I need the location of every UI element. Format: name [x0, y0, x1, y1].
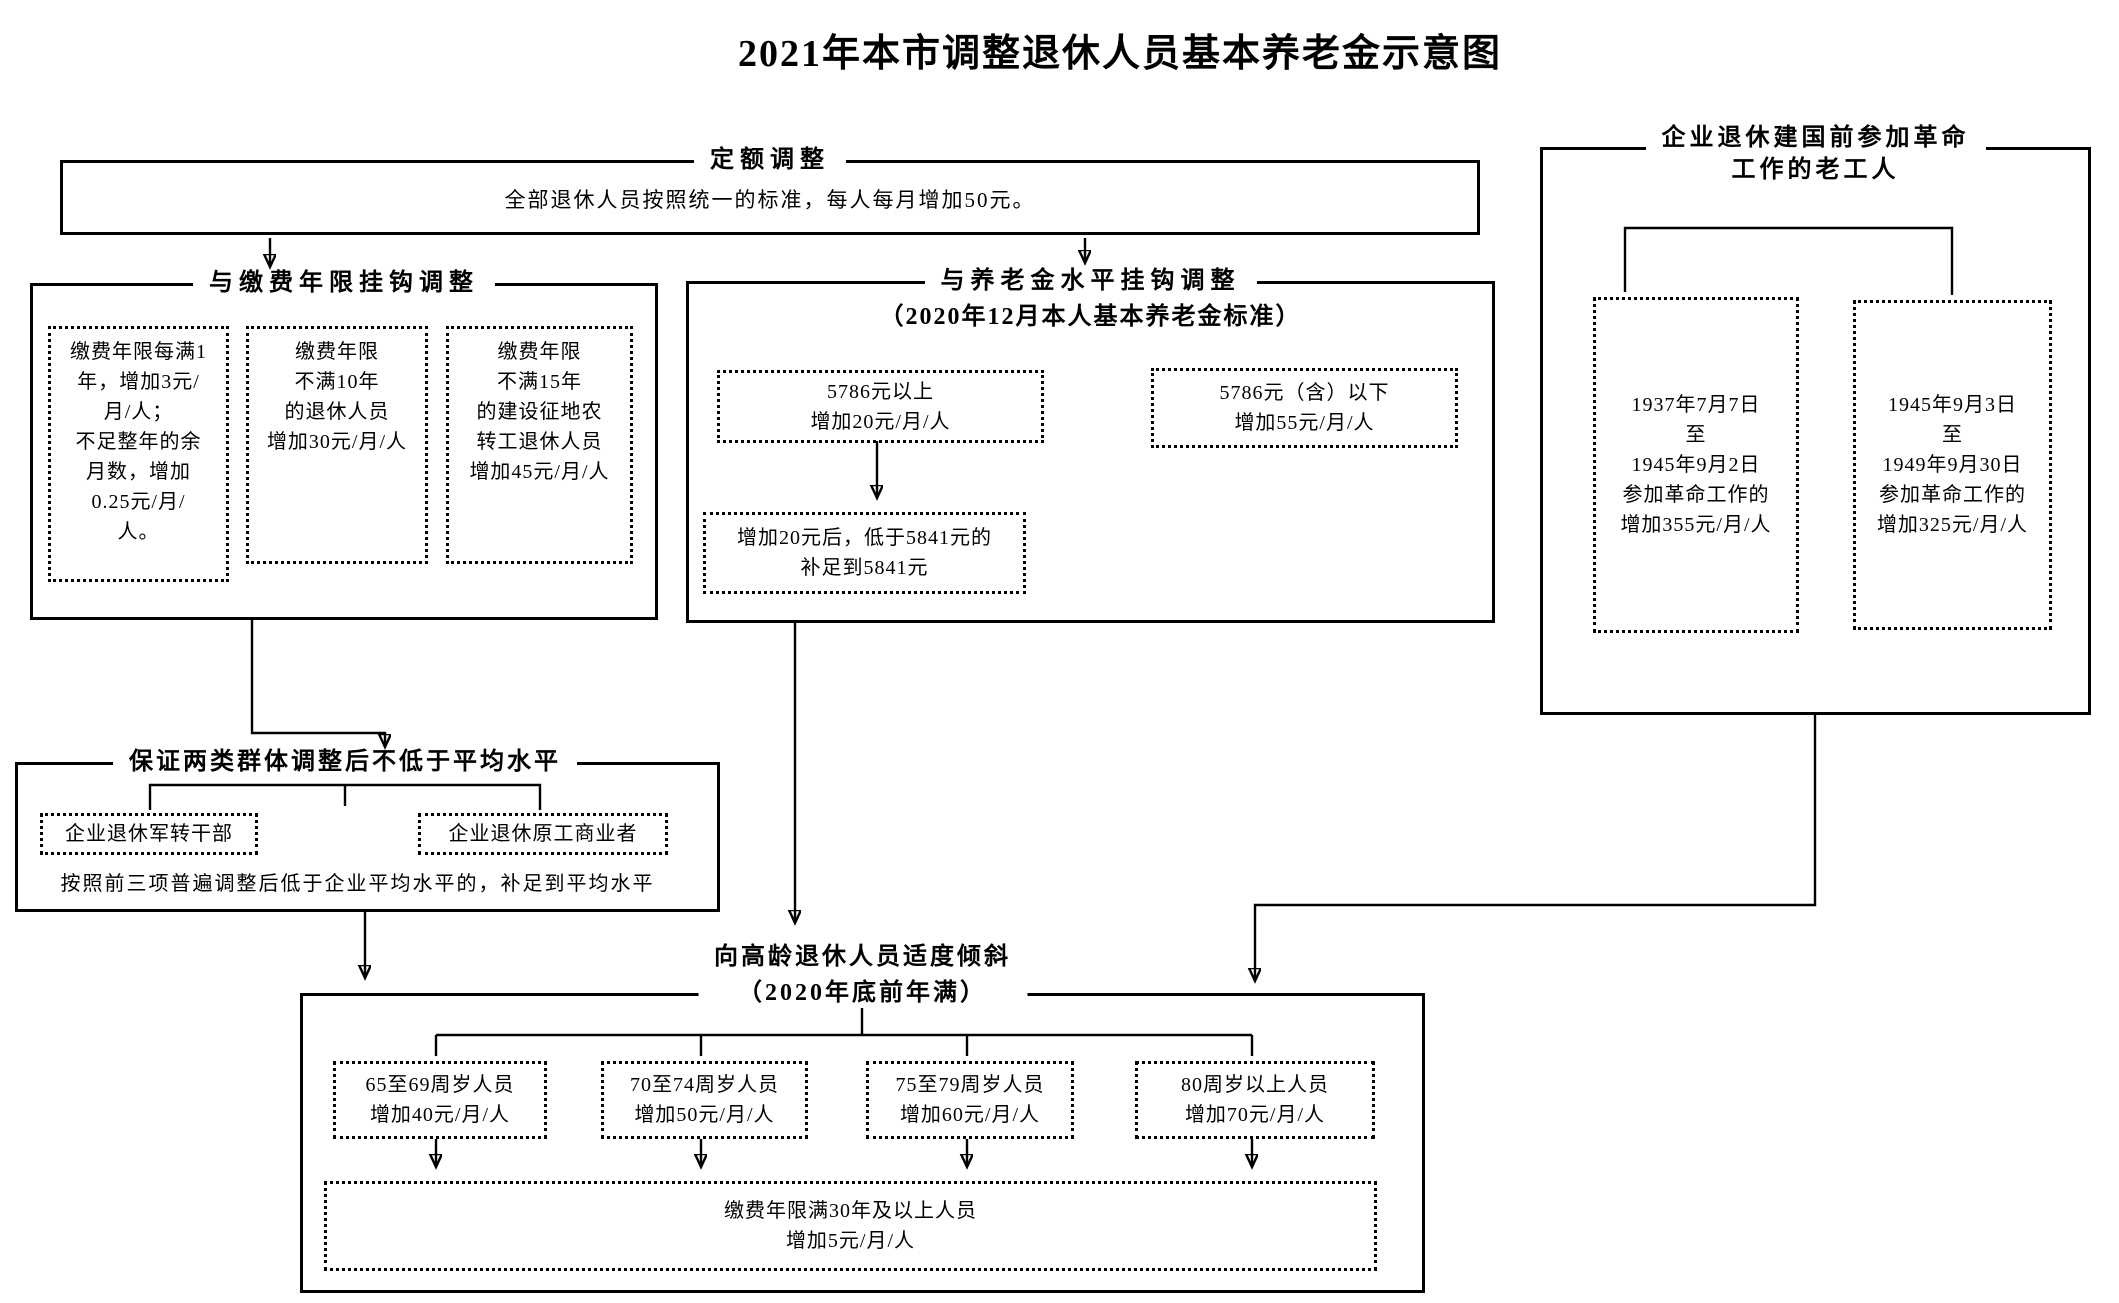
fixed-adjustment-box: 定额调整 全部退休人员按照统一的标准，每人每月增加50元。: [60, 144, 1480, 235]
guarantee-section: 保证两类群体调整后不低于平均水平 企业退休军转干部 企业退休原工商业者 按照前三…: [15, 746, 720, 912]
elderly-tilt-section: 向高龄退休人员适度倾斜 （2020年底前年满） 65至69周岁人员 增加40元/…: [300, 939, 1425, 1293]
elderly-tilt-label-line1: 向高龄退休人员适度倾斜: [714, 944, 1011, 970]
elderly-age-box-70-74: 70至74周岁人员 增加50元/月/人: [601, 1061, 808, 1139]
payment-years-box-2: 缴费年限 不满10年 的退休人员 增加30元/月/人: [246, 326, 428, 564]
pension-level-label: 与养老金水平挂钩调整: [924, 265, 1257, 298]
payment-years-box-3: 缴费年限 不满15年 的建设征地农 转工退休人员 增加45元/月/人: [446, 326, 633, 564]
pension-level-section: 与养老金水平挂钩调整 （2020年12月本人基本养老金标准） 5786元以上 增…: [686, 265, 1495, 623]
veteran-workers-label: 企业退休建国前参加革命 工作的老工人: [1645, 122, 1986, 187]
pension-level-sublabel: （2020年12月本人基本养老金标准）: [879, 304, 1302, 330]
arrow-veterans-to-elderly: [1255, 715, 1817, 980]
payment-years-label: 与缴费年限挂钩调整: [193, 267, 495, 300]
fixed-adjustment-content: 全部退休人员按照统一的标准，每人每月增加50元。: [504, 188, 1036, 212]
pension-above-box: 5786元以上 增加20元/月/人: [717, 370, 1044, 443]
arrow-years-to-guarantee: [250, 620, 385, 746]
elderly-tilt-label: 向高龄退休人员适度倾斜 （2020年底前年满）: [698, 939, 1027, 1011]
fixed-adjustment-label: 定额调整: [694, 144, 846, 177]
veteran-box-1945: 1945年9月3日 至 1949年9月30日 参加革命工作的 增加325元/月/…: [1853, 300, 2052, 630]
elderly-age-box-80plus: 80周岁以上人员 增加70元/月/人: [1135, 1061, 1375, 1139]
guarantee-label: 保证两类群体调整后不低于平均水平: [113, 746, 577, 779]
pension-below-box: 5786元（含）以下 增加55元/月/人: [1151, 368, 1458, 448]
guarantee-box-military: 企业退休军转干部: [40, 813, 258, 855]
elderly-age-box-65-69: 65至69周岁人员 增加40元/月/人: [333, 1061, 547, 1139]
payment-years-box-1: 缴费年限每满1 年，增加3元/ 月/人； 不足整年的余 月数，增加 0.25元/…: [48, 326, 229, 582]
elderly-tilt-label-line2: （2020年底前年满）: [738, 980, 987, 1006]
elderly-bottom-box: 缴费年限满30年及以上人员 增加5元/月/人: [324, 1181, 1377, 1271]
guarantee-box-merchant: 企业退休原工商业者: [418, 813, 668, 855]
payment-years-section: 与缴费年限挂钩调整 缴费年限每满1 年，增加3元/ 月/人； 不足整年的余 月数…: [30, 267, 658, 620]
veteran-workers-section: 企业退休建国前参加革命 工作的老工人 1937年7月7日 至 1945年9月2日…: [1540, 122, 2091, 715]
guarantee-note: 按照前三项普遍调整后低于企业平均水平的，补足到平均水平: [60, 873, 655, 895]
pension-supplement-box: 增加20元后，低于5841元的 补足到5841元: [703, 512, 1026, 594]
elderly-age-box-75-79: 75至79周岁人员 增加60元/月/人: [866, 1061, 1074, 1139]
veteran-box-1937: 1937年7月7日 至 1945年9月2日 参加革命工作的 增加355元/月/人: [1593, 297, 1799, 633]
diagram-title: 2021年本市调整退休人员基本养老金示意图: [737, 33, 1502, 75]
